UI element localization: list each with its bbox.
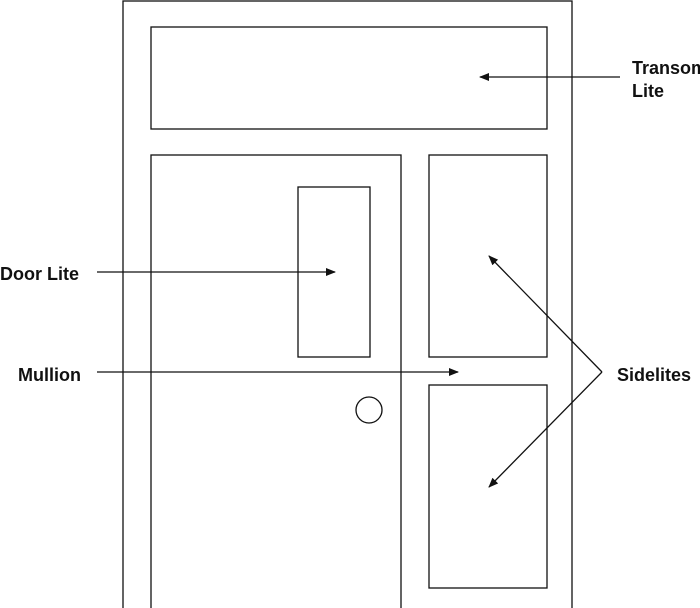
sidelite-lower: [428, 384, 548, 589]
transom-lite: [150, 26, 548, 130]
mullion-label: Mullion: [18, 365, 81, 385]
door-lite-label: Door Lite: [0, 264, 79, 284]
sidelite-upper-arrow: [488, 255, 603, 373]
sidelites-label: Sidelites: [617, 365, 691, 385]
transom-label: Transom: [632, 58, 700, 78]
transom-label-line2: Lite: [632, 81, 664, 101]
door-knob: [355, 396, 383, 424]
outer-frame: [122, 0, 573, 608]
sidelite-upper: [428, 154, 548, 358]
sidelite-lower-arrow: [488, 371, 603, 488]
door-panel: [150, 154, 402, 608]
